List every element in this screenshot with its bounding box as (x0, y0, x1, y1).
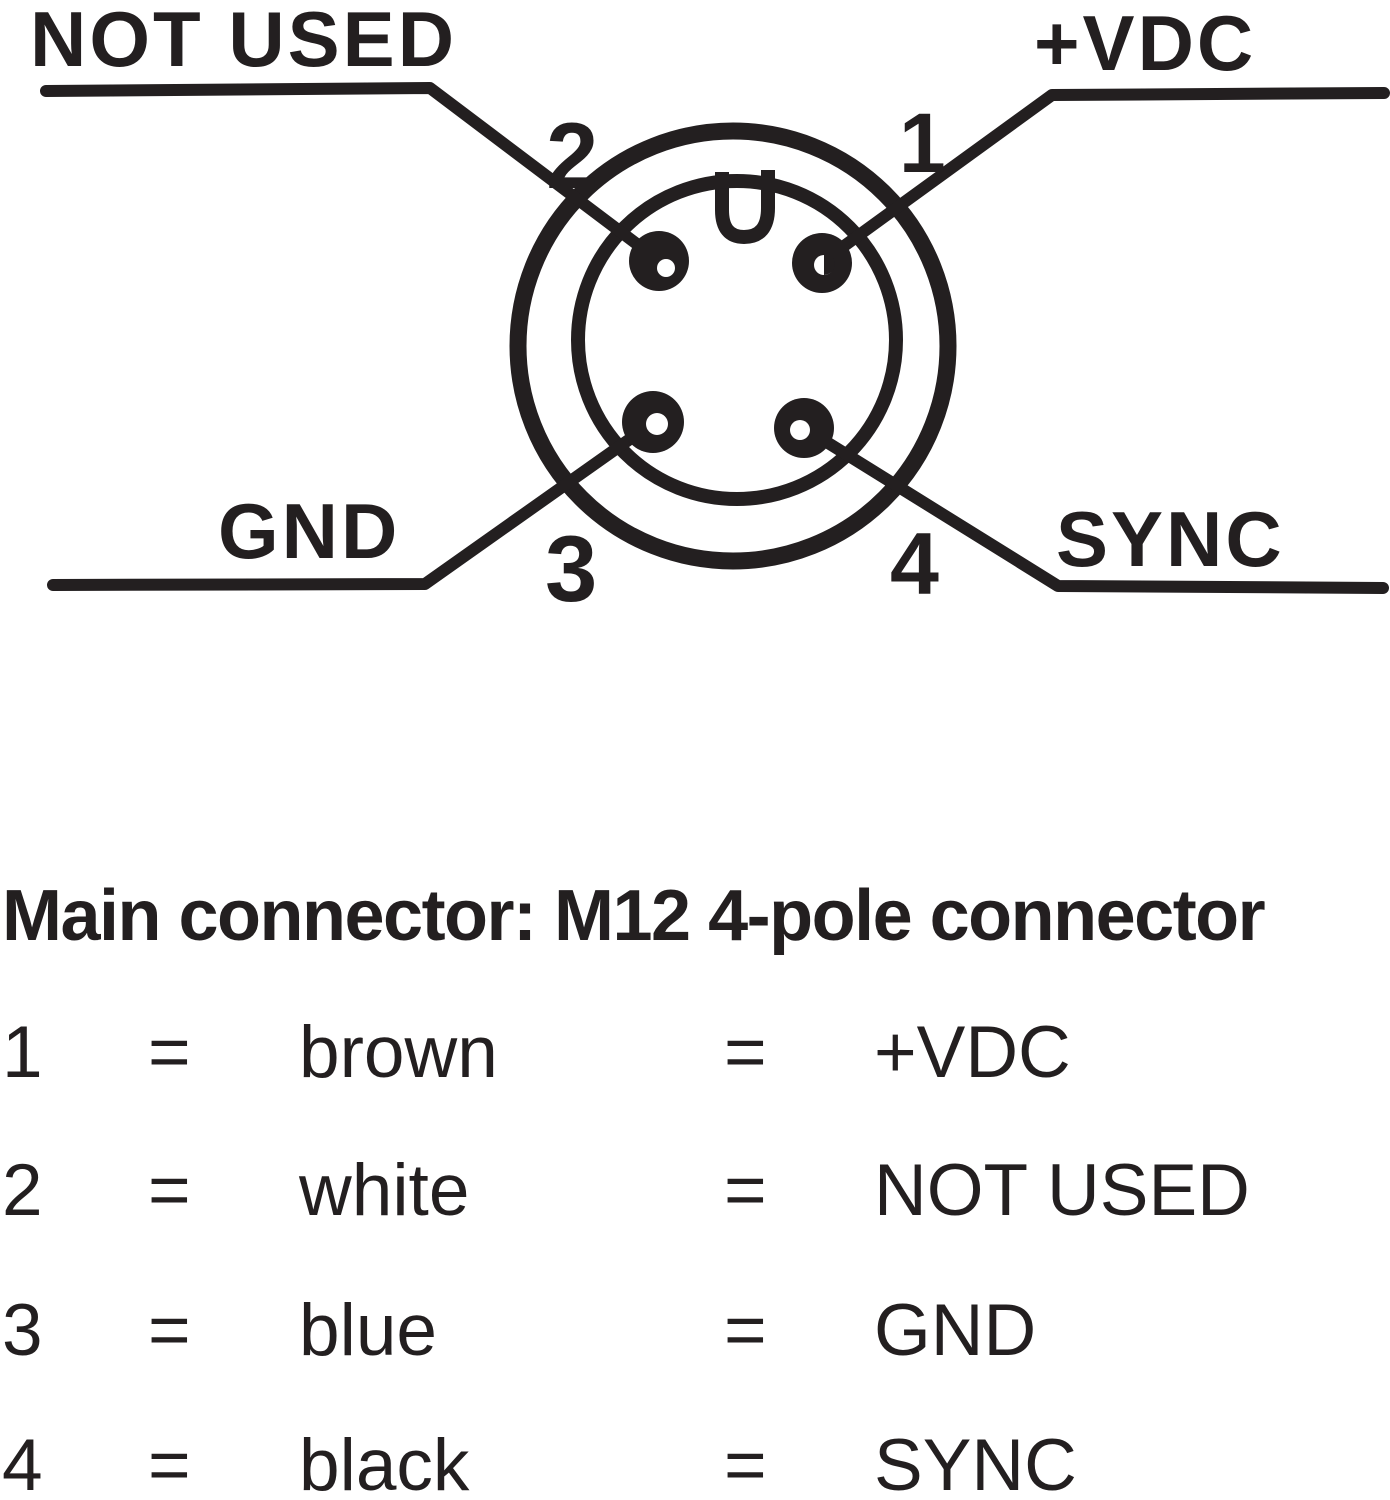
pinout-row-4: 4 = black = SYNC (0, 1429, 1390, 1500)
pin-2-contact (629, 231, 689, 291)
signal-name: NOT USED (874, 1150, 1250, 1231)
wire-color: brown (299, 1012, 498, 1093)
equals-sign: = (148, 1425, 191, 1500)
wire-color: black (299, 1425, 470, 1500)
pin-number: 3 (2, 1290, 43, 1371)
equals-sign: = (724, 1425, 767, 1500)
leader-line-pin2 (40, 82, 664, 266)
connector-diagram: NOT USED +VDC GND SYNC 2 1 3 4 (30, 0, 1390, 621)
leader-line-pin4 (798, 422, 1389, 594)
pinout-row-3: 3 = blue = GND (0, 1294, 1390, 1374)
pinout-row-2: 2 = white = NOT USED (0, 1154, 1390, 1234)
label-not-used: NOT USED (30, 0, 457, 83)
leader-line-pin3 (47, 416, 660, 591)
leader-line-pin1 (816, 87, 1390, 268)
pin-4-contact (774, 398, 834, 458)
pinout-row-1: 1 = brown = +VDC (0, 1016, 1390, 1096)
signal-name: +VDC (874, 1012, 1071, 1093)
pin-3-contact (622, 391, 684, 453)
equals-sign: = (148, 1290, 191, 1371)
pin-number-4: 4 (890, 514, 939, 613)
signal-name: GND (874, 1290, 1037, 1371)
label-vdc: +VDC (1034, 0, 1256, 87)
page-title: Main connector: M12 4-pole connector (2, 876, 1266, 956)
pin-number: 1 (2, 1012, 43, 1093)
equals-sign: = (148, 1150, 191, 1231)
pin-1-contact (792, 233, 852, 293)
pin-number: 4 (2, 1425, 43, 1500)
equals-sign: = (724, 1012, 767, 1093)
signal-name: SYNC (874, 1425, 1077, 1500)
equals-sign: = (724, 1290, 767, 1371)
label-sync: SYNC (1056, 495, 1285, 583)
equals-sign: = (148, 1012, 191, 1093)
pin-number-2: 2 (546, 103, 598, 208)
pin-number-1: 1 (899, 96, 946, 190)
connector-outer-ring (509, 122, 957, 570)
equals-sign: = (724, 1150, 767, 1231)
wire-color: blue (299, 1290, 438, 1371)
connector-inner-ring (571, 174, 903, 506)
wire-color: white (299, 1150, 470, 1231)
pin-number: 2 (2, 1150, 43, 1231)
label-gnd: GND (218, 487, 400, 575)
pin-number-3: 3 (545, 516, 597, 621)
